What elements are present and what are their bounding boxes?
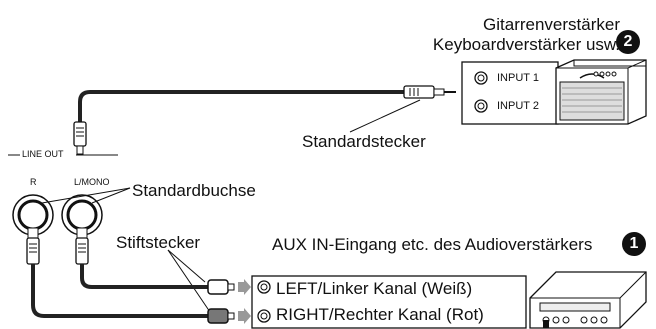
instrument-amp bbox=[461, 59, 647, 125]
jack-l-mono-label: L/MONO bbox=[74, 177, 110, 187]
guitar-amp-cable bbox=[73, 85, 456, 155]
pin-plug-label: Stiftstecker bbox=[116, 233, 201, 252]
badge-number-2: 2 bbox=[616, 30, 640, 54]
audio-amp bbox=[251, 271, 647, 329]
channel-left-label: LEFT/Linker Kanal (Weiß) bbox=[276, 279, 473, 298]
audio-amp-title: AUX IN-Eingang etc. des Audioverstärkers bbox=[272, 235, 593, 254]
standard-plug-label: Standardstecker bbox=[302, 132, 426, 151]
badge-number-1: 1 bbox=[622, 232, 646, 256]
lower-cables bbox=[26, 227, 251, 324]
pointer-lines bbox=[41, 99, 421, 313]
amp-input-2-label: INPUT 2 bbox=[497, 100, 539, 112]
line-out-label: LINE OUT bbox=[22, 149, 64, 159]
channel-right-label: RIGHT/Rechter Kanal (Rot) bbox=[276, 305, 484, 324]
standard-jack-label: Standardbuchse bbox=[132, 181, 256, 200]
amp-heading-line2: Keyboardverstärker usw. bbox=[432, 35, 620, 54]
jack-r-socket bbox=[12, 194, 54, 236]
amp-input-1-label: INPUT 1 bbox=[497, 72, 539, 84]
amp-heading-line1: Gitarrenverstärker bbox=[483, 15, 620, 34]
jack-r-label: R bbox=[30, 177, 37, 187]
